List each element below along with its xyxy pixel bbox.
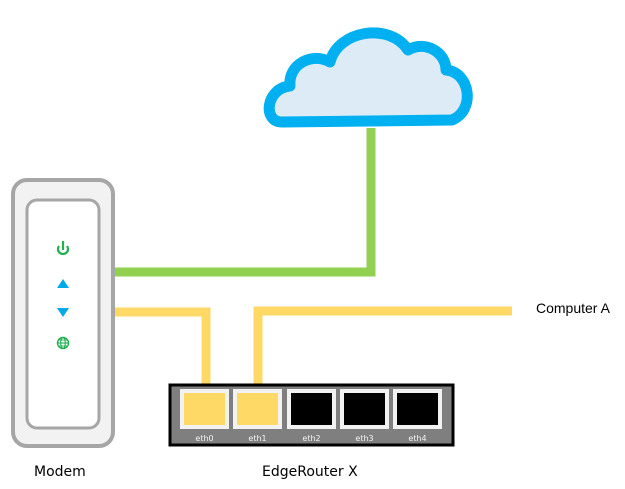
internet-cloud: [263, 27, 473, 128]
modem-label: Modem: [34, 464, 86, 480]
globe-icon: [56, 336, 70, 350]
router-label: EdgeRouter X: [262, 464, 358, 480]
link-modem-eth0: [114, 307, 211, 393]
port-label: eth4: [408, 434, 426, 443]
triangle-down-icon: [57, 308, 69, 317]
cloud-icon: [263, 27, 473, 128]
triangle-up-icon: [57, 279, 69, 288]
port-eth3[interactable]: eth3: [340, 389, 389, 443]
port-empty-socket: [291, 393, 332, 425]
port-connected-plug: [184, 393, 225, 425]
edgerouter-device: eth0 eth1 eth2 eth3 eth4: [168, 383, 455, 447]
modem-device: [11, 178, 115, 448]
port-eth1[interactable]: eth1: [233, 389, 282, 443]
port-label: eth1: [248, 434, 266, 443]
power-icon: [56, 241, 70, 256]
link-internet-modem: [114, 128, 376, 277]
port-connected-plug: [237, 393, 278, 425]
port-empty-socket: [344, 393, 385, 425]
link-eth1-computer: [253, 306, 512, 393]
port-eth2[interactable]: eth2: [287, 389, 336, 443]
port-eth0[interactable]: eth0: [180, 389, 229, 443]
port-empty-socket: [397, 393, 438, 425]
computer-a-label: Computer A: [536, 300, 610, 316]
port-label: eth0: [195, 434, 213, 443]
port-label: eth3: [355, 434, 373, 443]
port-eth4[interactable]: eth4: [393, 389, 442, 443]
port-label: eth2: [302, 434, 320, 443]
